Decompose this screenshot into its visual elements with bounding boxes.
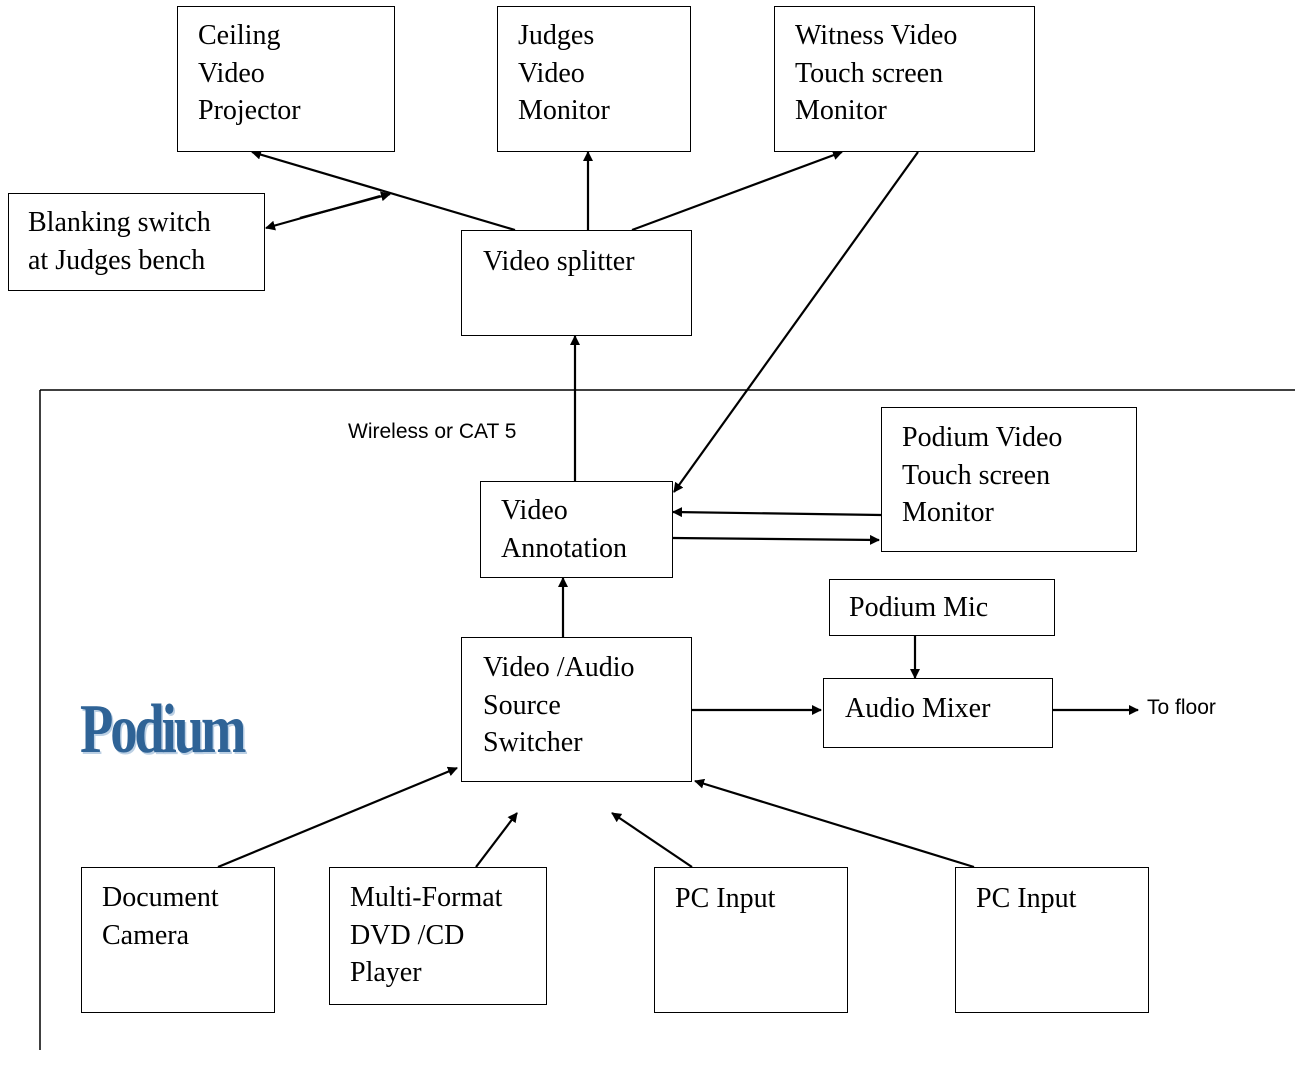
arrow-splitter-to-projector: [251, 149, 516, 232]
to-floor-label: To floor: [1147, 696, 1216, 719]
video-annotation-label: Video Annotation: [501, 495, 627, 564]
pc-input-2-box: PC Input: [955, 867, 1149, 1013]
video-splitter-box: Video splitter: [461, 230, 692, 336]
judges-monitor-box: Judges Video Monitor: [497, 6, 691, 152]
blanking-switch-box: Blanking switch at Judges bench: [8, 193, 265, 291]
dvd-player-label: Multi-Format DVD /CD Player: [350, 882, 503, 988]
pc-input-2-label: PC Input: [976, 883, 1077, 914]
arrow-podium-monitor-to-annotation: [672, 507, 882, 518]
source-switcher-box: Video /Audio Source Switcher: [461, 637, 692, 782]
wireless-cat5-label: Wireless or CAT 5: [348, 420, 517, 443]
document-camera-label: Document Camera: [102, 882, 219, 951]
source-switcher-label: Video /Audio Source Switcher: [483, 652, 635, 758]
audio-mixer-box: Audio Mixer: [823, 678, 1053, 748]
judges-monitor-label: Judges Video Monitor: [518, 20, 610, 126]
blanking-switch-label: Blanking switch at Judges bench: [28, 207, 211, 276]
arrow-pc-input-2-to-switcher: [694, 778, 975, 869]
ceiling-projector-label: Ceiling Video Projector: [198, 20, 301, 126]
video-splitter-label: Video splitter: [483, 246, 635, 277]
audio-mixer-label: Audio Mixer: [845, 693, 991, 724]
arrow-document-camera-to-switcher: [217, 766, 458, 869]
video-annotation-box: Video Annotation: [480, 481, 673, 578]
arrow-blanking-switch-right: [299, 191, 391, 220]
podium-mic-box: Podium Mic: [829, 579, 1055, 636]
podium-logo: Podium: [80, 691, 246, 768]
document-camera-box: Document Camera: [81, 867, 275, 1013]
ceiling-projector-box: Ceiling Video Projector: [177, 6, 395, 152]
podium-mic-label: Podium Mic: [849, 592, 989, 623]
arrow-witness-to-annotation: [673, 151, 919, 493]
arrow-annotation-to-podium-monitor: [672, 534, 880, 545]
dvd-player-box: Multi-Format DVD /CD Player: [329, 867, 547, 1005]
witness-monitor-label: Witness Video Touch screen Monitor: [795, 20, 958, 126]
arrow-pc-input-1-to-switcher: [611, 812, 693, 868]
podium-monitor-box: Podium Video Touch screen Monitor: [881, 407, 1137, 552]
podium-monitor-label: Podium Video Touch screen Monitor: [902, 422, 1063, 528]
arrow-dvd-to-switcher: [475, 812, 518, 868]
arrow-splitter-to-witness-monitor: [631, 150, 843, 232]
witness-monitor-box: Witness Video Touch screen Monitor: [774, 6, 1035, 152]
pc-input-1-label: PC Input: [675, 883, 776, 914]
pc-input-1-box: PC Input: [654, 867, 848, 1013]
